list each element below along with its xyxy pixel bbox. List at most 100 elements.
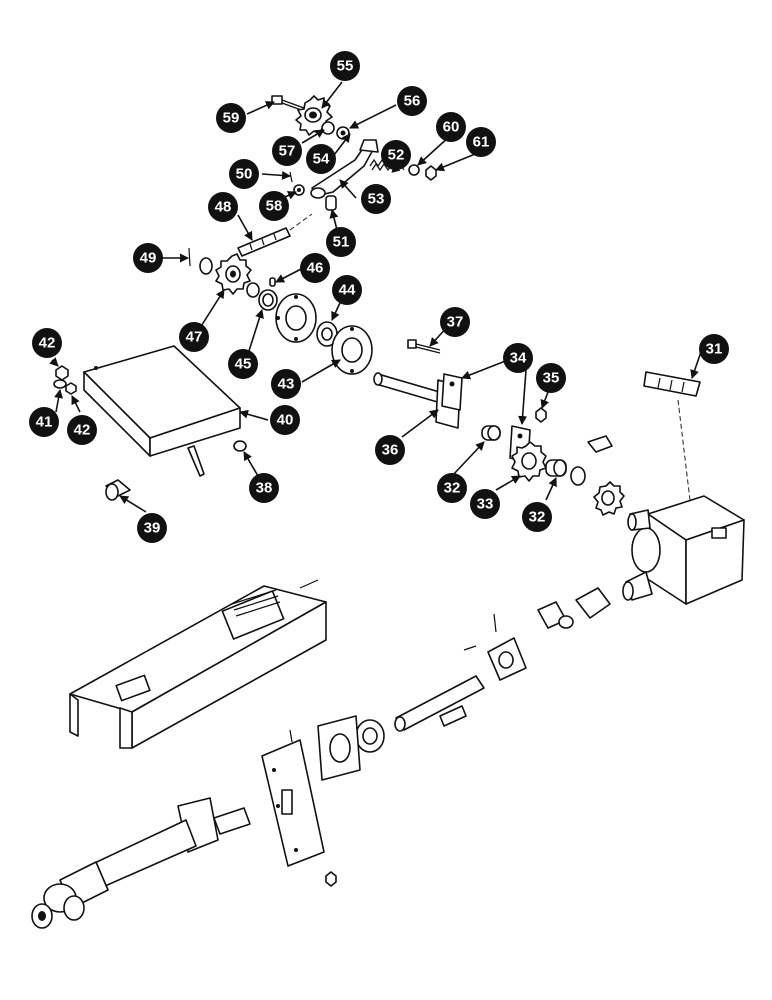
callout-49: 49	[133, 243, 163, 273]
nut-35	[535, 407, 547, 423]
callout-38: 38	[249, 473, 279, 503]
callout-label: 59	[223, 110, 240, 127]
callout-56: 56	[397, 86, 427, 116]
callout-32-b: 32	[522, 502, 552, 532]
drive-tube	[394, 645, 485, 732]
parts-illustration	[31, 95, 745, 929]
bushing-32-b	[545, 459, 567, 477]
bearing-45	[258, 289, 278, 311]
callout-label: 36	[382, 442, 399, 459]
callout-label: 53	[368, 191, 385, 208]
pto-shaft	[31, 797, 251, 929]
pin-50-washer-58	[289, 171, 305, 196]
callout-37: 37	[440, 307, 470, 337]
callout-54: 54	[306, 144, 336, 174]
callout-label: 43	[278, 376, 295, 393]
callout-52: 52	[381, 140, 411, 170]
bolt-38	[233, 440, 247, 452]
callout-label: 58	[266, 198, 283, 215]
callout-label: 55	[337, 58, 354, 75]
chain-48	[237, 213, 313, 257]
callout-label: 48	[215, 199, 232, 216]
key-46	[246, 277, 276, 298]
idler-arm-53	[310, 139, 379, 199]
hardware-41-42	[53, 365, 77, 395]
callout-41: 41	[29, 407, 59, 437]
callout-label: 32	[444, 480, 461, 497]
callout-55: 55	[330, 51, 360, 81]
callout-label: 46	[307, 260, 324, 277]
mounting-bracket	[261, 729, 337, 887]
callout-label: 45	[235, 356, 252, 373]
leader-lines	[49, 81, 703, 513]
callout-label: 60	[443, 119, 460, 136]
callout-57: 57	[272, 136, 302, 166]
callout-59: 59	[216, 103, 246, 133]
callout-label: 35	[543, 370, 560, 387]
bolt-37	[407, 339, 441, 354]
callout-label: 31	[706, 341, 723, 358]
guard-40	[83, 345, 241, 477]
callout-36: 36	[375, 435, 405, 465]
callout-35: 35	[536, 363, 566, 393]
callout-39: 39	[137, 513, 167, 543]
callout-label: 61	[473, 134, 490, 151]
callout-label: 39	[144, 520, 161, 537]
callout-label: 42	[74, 422, 91, 439]
callout-label: 32	[529, 509, 546, 526]
callout-61: 61	[466, 127, 496, 157]
callout-31: 31	[699, 334, 729, 364]
callout-32-a: 32	[437, 473, 467, 503]
bushing-51	[325, 195, 337, 211]
washers-57-56	[321, 121, 350, 140]
callout-60: 60	[436, 112, 466, 142]
callout-label: 38	[256, 480, 273, 497]
callouts: 55 56 59 57 54 60 61 52 50 58 53 48 51 4…	[29, 51, 729, 543]
callout-46: 46	[300, 253, 330, 283]
callout-51: 51	[326, 227, 356, 257]
callout-33: 33	[470, 489, 500, 519]
washer-gearbox	[570, 466, 625, 516]
callout-53: 53	[361, 184, 391, 214]
plate-31	[643, 371, 701, 501]
nuts-60-61	[408, 164, 437, 181]
callout-48: 48	[208, 192, 238, 222]
callout-45: 45	[228, 349, 258, 379]
callout-label: 50	[236, 166, 253, 183]
flange-43-b	[331, 325, 373, 375]
callout-label: 47	[186, 329, 203, 346]
sprocket-47	[188, 247, 252, 295]
callout-label: 41	[36, 414, 53, 431]
callout-44: 44	[332, 275, 362, 305]
gearbox	[622, 495, 745, 605]
callout-label: 34	[510, 350, 527, 367]
callout-label: 37	[447, 314, 464, 331]
callout-label: 42	[39, 335, 56, 352]
flange-43-a	[275, 293, 317, 343]
callout-label: 57	[279, 143, 296, 160]
callout-40: 40	[270, 405, 300, 435]
callout-58: 58	[259, 191, 289, 221]
latch-39	[105, 479, 131, 501]
callout-50: 50	[229, 159, 259, 189]
callout-42-a: 42	[32, 328, 62, 358]
clip-gearbox	[587, 435, 613, 453]
bushing-32-a	[481, 425, 501, 441]
callout-label: 51	[333, 234, 350, 251]
callout-label: 33	[477, 496, 494, 513]
callout-47: 47	[179, 322, 209, 352]
bolt-59	[271, 95, 305, 112]
sprocket-33	[511, 441, 547, 482]
callout-label: 52	[388, 147, 405, 164]
callout-34: 34	[503, 343, 533, 373]
callout-label: 56	[404, 93, 421, 110]
callout-label: 54	[313, 151, 330, 168]
callout-label: 44	[339, 282, 356, 299]
callout-label: 40	[277, 412, 294, 429]
long-guard	[69, 579, 327, 749]
u-joint-yoke	[487, 587, 611, 681]
callout-label: 49	[140, 250, 157, 267]
callout-42-b: 42	[67, 415, 97, 445]
bearing-housing	[317, 715, 385, 781]
